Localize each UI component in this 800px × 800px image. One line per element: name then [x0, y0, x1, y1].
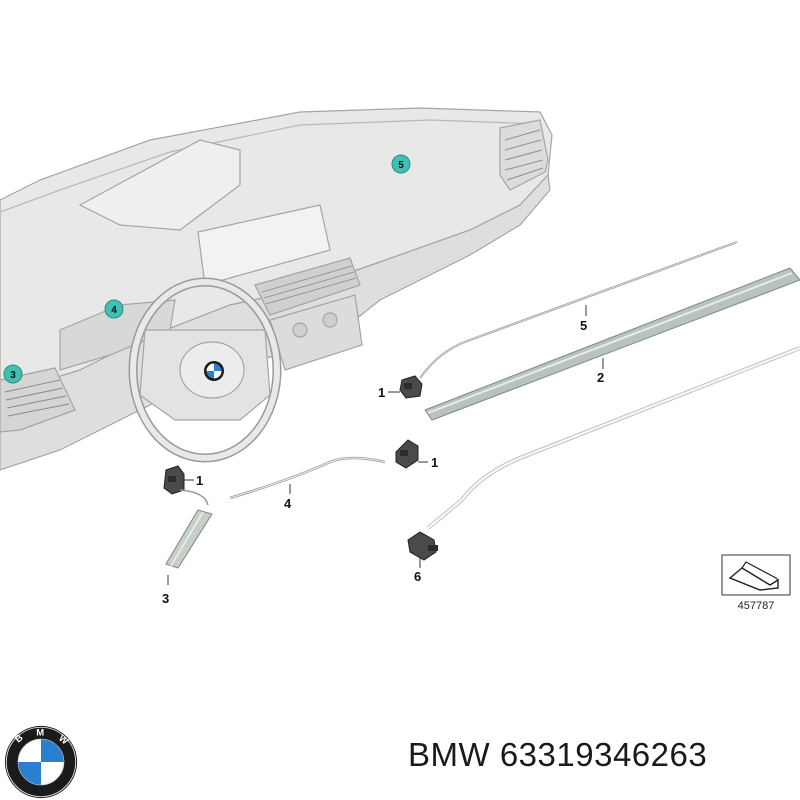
part-4-light-guide: [229, 456, 386, 500]
svg-text:M: M: [36, 727, 44, 738]
reference-number: 457787: [738, 600, 775, 612]
callout-3: 3: [162, 591, 169, 606]
callout-1-mid: 1: [431, 455, 438, 470]
reference-symbol-box: [721, 554, 791, 596]
part-caption: BMW 63319346263: [408, 736, 707, 774]
callout-6: 6: [414, 569, 421, 584]
circle-marker-4: 4: [104, 299, 124, 319]
part-1-connector-lower: [163, 465, 194, 495]
callout-2: 2: [597, 370, 604, 385]
svg-text:5: 5: [398, 160, 404, 171]
part-2-trim-strip: [424, 267, 800, 421]
svg-text:3: 3: [10, 370, 16, 381]
steering-wheel-bmw-logo: [204, 361, 224, 381]
part-1-connector-upper: [388, 375, 423, 399]
callout-1-lower: 1: [196, 473, 203, 488]
circle-marker-5: 5: [391, 154, 411, 174]
callout-1-upper: 1: [378, 385, 385, 400]
svg-text:4: 4: [111, 305, 117, 316]
part-1-connector-mid: [395, 439, 428, 469]
callout-5: 5: [580, 318, 587, 333]
part-3-trim-strip: [165, 489, 213, 585]
part-5-light-guide: [419, 240, 738, 379]
dashboard-illustration: [0, 107, 553, 471]
circle-marker-3: 3: [3, 364, 23, 384]
caption-part-number: 63319346263: [499, 736, 708, 773]
part-6-light-guide: [407, 346, 800, 568]
callout-4: 4: [284, 496, 292, 511]
bmw-logo: B M W: [4, 725, 78, 799]
caption-brand: BMW: [408, 736, 491, 773]
